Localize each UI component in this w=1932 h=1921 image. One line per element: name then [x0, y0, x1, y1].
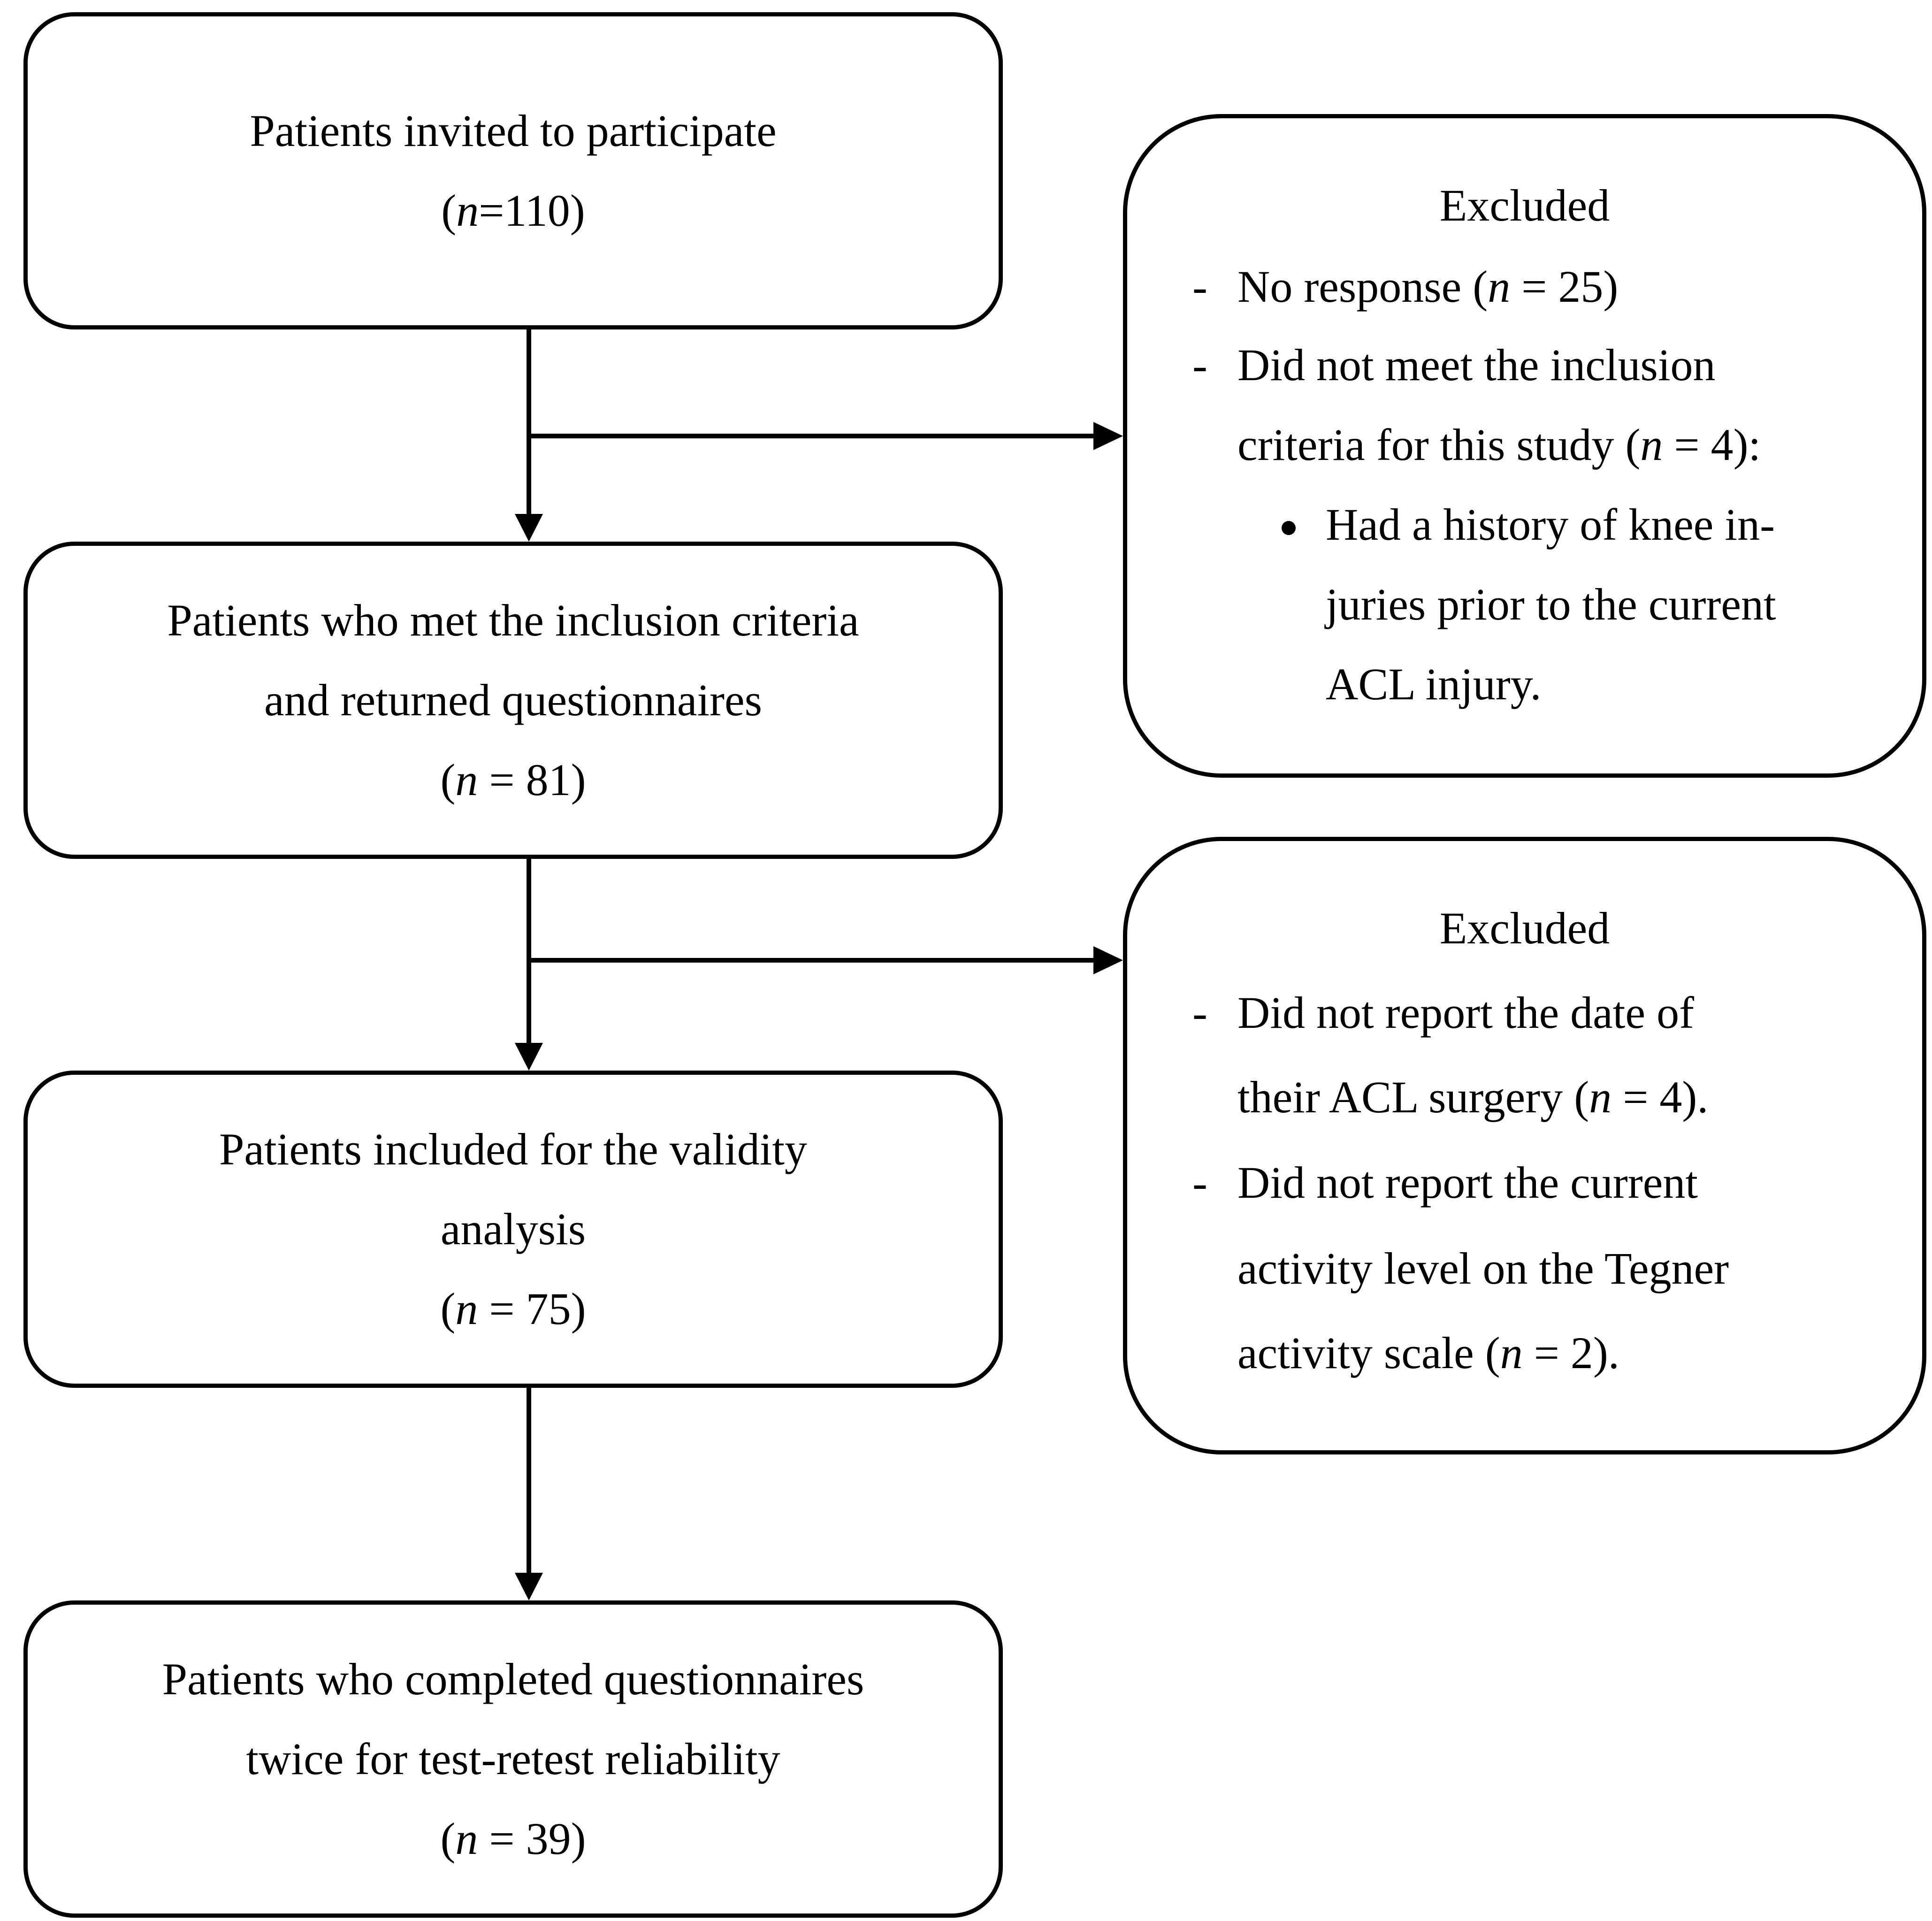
excluded-title: Excluded: [1439, 903, 1610, 953]
arrowhead-validity: [515, 1043, 543, 1071]
node-patients-retest: Patients who completed questionnaires tw…: [23, 1600, 1003, 1918]
dash-marker: -: [1192, 1157, 1207, 1208]
dash-marker: -: [1192, 987, 1207, 1038]
node-label-line-1: Patients who met the inclusion criteria: [167, 595, 859, 645]
node-label-line-2: twice for test-retest reliability: [246, 1734, 780, 1784]
dash-marker: -: [1192, 340, 1207, 390]
arrowhead-retest: [515, 1573, 543, 1600]
excluded-item-activity-line-3: activity scale (n = 2).: [1237, 1328, 1619, 1378]
node-count: (n = 75): [440, 1284, 586, 1334]
excluded-subitem-line-3: ACL injury.: [1326, 659, 1542, 709]
node-label-line-2: and returned questionnaires: [264, 675, 762, 725]
node-patients-validity: Patients included for the validity analy…: [23, 1071, 1003, 1388]
node-patients-met-criteria: Patients who met the inclusion criteria …: [23, 542, 1003, 859]
node-label-line-1: Patients who completed questionnaires: [162, 1654, 864, 1704]
node-count: (n=110): [441, 185, 585, 236]
node-count: (n = 39): [440, 1814, 586, 1864]
excluded-title: Excluded: [1439, 180, 1610, 230]
bullet-icon: [1282, 521, 1296, 535]
excluded-subitem-line-1: Had a history of knee in-: [1326, 499, 1775, 550]
node-excluded-second: Excluded - Did not report the date of th…: [1123, 837, 1926, 1454]
node-label-line-1: Patients included for the validity: [219, 1124, 808, 1174]
dash-marker: -: [1192, 261, 1207, 312]
arrowhead-met: [515, 514, 543, 542]
excluded-item-criteria-line-1: Did not meet the inclusion: [1237, 340, 1716, 390]
excluded-item-no-response: No response (n = 25): [1237, 261, 1619, 312]
excluded-item-date-line-2: their ACL surgery (n = 4).: [1237, 1072, 1709, 1122]
node-label-line-2: analysis: [440, 1204, 586, 1254]
excluded-subitem-line-2: juries prior to the current: [1326, 579, 1776, 629]
excluded-item-criteria-line-2: criteria for this study (n = 4):: [1237, 420, 1761, 470]
excluded-item-activity-line-1: Did not report the current: [1237, 1157, 1698, 1208]
arrowhead-excluded-1: [1093, 422, 1123, 450]
node-count: (n = 81): [440, 755, 586, 805]
excluded-item-activity-line-2: activity level on the Tegner: [1237, 1243, 1729, 1293]
node-excluded-first: Excluded - No response (n = 25) - Did no…: [1123, 114, 1926, 778]
node-label: Patients invited to participate: [250, 106, 777, 156]
excluded-item-date-line-1: Did not report the date of: [1237, 987, 1695, 1038]
arrowhead-excluded-2: [1093, 946, 1123, 974]
node-patients-invited: Patients invited to participate (n=110): [23, 12, 1003, 329]
